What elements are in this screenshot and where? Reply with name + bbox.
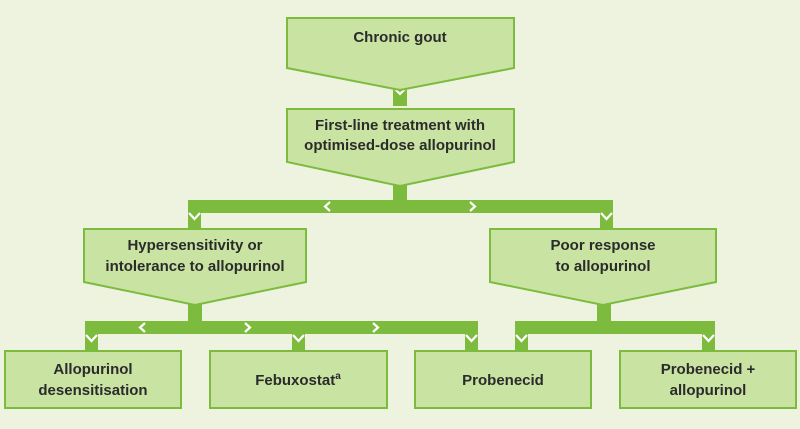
arrow-right-chevron [244,322,252,333]
node-shape [414,350,592,409]
node-label-line2: optimised-dose allopurinol [304,137,496,154]
arrow-down-chevron [702,334,715,343]
node-label-line1: Probenecid + [661,361,756,378]
arrow-right-chevron [372,322,380,333]
arrow-down-chevron [188,212,201,221]
node-label-line1: First-line treatment with [315,117,485,134]
connector-drop-probenecid [465,321,478,351]
connector-hypersensitivity-branch [85,321,478,334]
node-label-line1: Poor response [550,237,655,254]
footnote-superscript: a [335,371,341,382]
connector-drop-poor-response [600,200,613,229]
connectors [85,84,715,351]
node-label-line2: desensitisation [38,382,147,399]
node-first-line-treatment: First-line treatment with optimised-dose… [286,108,515,188]
arrow-left-chevron [138,322,146,333]
node-label-line2: allopurinol [670,382,747,399]
node-poor-response: Poor response to allopurinol [489,228,717,307]
node-probenecid-allopurinol: Probenecid + allopurinol [619,350,797,409]
arrow-down-chevron [515,334,528,343]
arrow-down-chevron [85,334,98,343]
node-label-line2: to allopurinol [556,258,651,275]
connector-first-line-branch [188,200,613,213]
node-label-text: Febuxostat [255,372,335,389]
arrow-right-chevron [469,201,477,212]
node-shape [4,350,182,409]
node-label: Probenecid [462,372,544,389]
node-label-line1: Hypersensitivity or [127,237,262,254]
node-label: Febuxostata [255,371,341,389]
node-shape [619,350,797,409]
node-shape [209,350,388,409]
node-shape [83,228,307,307]
connector-drop-desensitisation [85,321,98,351]
node-chronic-gout: Chronic gout [286,17,515,92]
arrow-down-chevron [600,212,613,221]
node-allopurinol-desensitisation: Allopurinol desensitisation [4,350,182,409]
node-probenecid: Probenecid [414,350,592,409]
node-label-line1: Allopurinol [53,361,132,378]
node-febuxostat: Febuxostata [209,350,388,409]
arrow-left-chevron [323,201,331,212]
node-shape [286,17,515,92]
node-shape [286,108,515,188]
node-shape [489,228,717,307]
arrow-down-chevron [465,334,478,343]
connector-drop-probenecid-2 [515,321,528,351]
node-label-line2: intolerance to allopurinol [105,258,284,275]
connector-poor-response-branch [515,321,715,334]
node-hypersensitivity: Hypersensitivity or intolerance to allop… [83,228,307,307]
node-label: Chronic gout [353,29,446,46]
connector-drop-probenecid-allopurinol [702,321,715,351]
connector-drop-hypersensitivity [188,200,201,229]
connector-drop-febuxostat [292,321,305,351]
arrow-down-chevron [292,334,305,343]
